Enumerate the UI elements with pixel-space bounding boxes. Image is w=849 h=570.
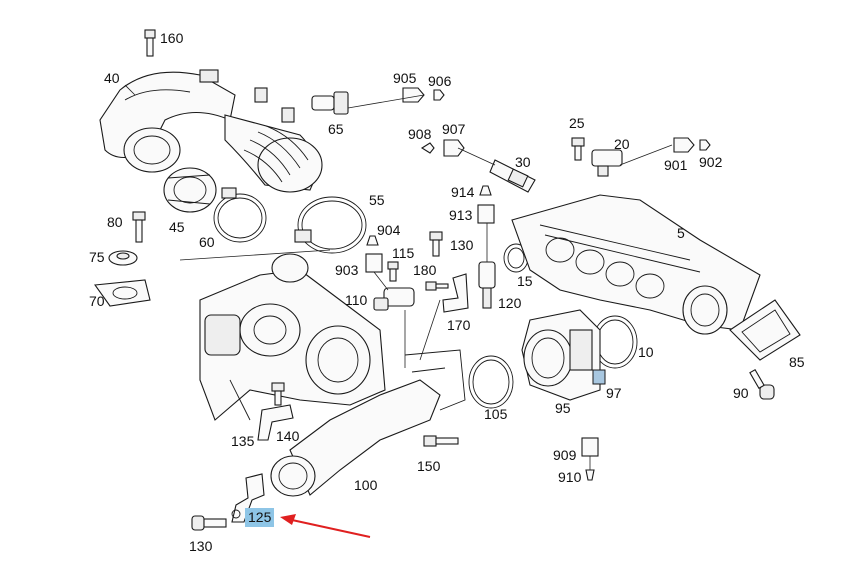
label-130-lower: 130	[189, 538, 213, 554]
part-130-bolt-upper[interactable]	[429, 231, 443, 257]
part-904-pin[interactable]	[366, 235, 379, 246]
part-914-pin[interactable]	[479, 185, 492, 196]
label-45: 45	[169, 219, 185, 235]
part-140-bolt[interactable]	[271, 382, 285, 406]
label-15: 15	[517, 273, 533, 289]
part-75-washer[interactable]	[108, 250, 138, 266]
label-80: 80	[107, 214, 123, 230]
label-60: 60	[199, 234, 215, 250]
part-115-bolt[interactable]	[387, 261, 399, 282]
label-906: 906	[428, 73, 452, 89]
part-130-bolt-lower[interactable]	[191, 515, 227, 531]
part-5-intake-manifold[interactable]	[511, 194, 761, 335]
label-905: 905	[393, 70, 417, 86]
part-902-pin[interactable]	[699, 139, 711, 151]
part-909-connector[interactable]	[581, 437, 599, 457]
part-80-bolt[interactable]	[132, 211, 146, 243]
label-901: 901	[664, 157, 688, 173]
label-40: 40	[104, 70, 120, 86]
part-85-gasket[interactable]	[729, 299, 801, 361]
label-55: 55	[369, 192, 385, 208]
part-135-bracket[interactable]	[257, 404, 294, 441]
label-25: 25	[569, 115, 585, 131]
label-902: 902	[699, 154, 723, 170]
part-90-bolt[interactable]	[749, 368, 775, 400]
label-170: 170	[447, 317, 471, 333]
part-906-pin[interactable]	[433, 89, 445, 101]
label-115: 115	[392, 245, 415, 261]
label-95: 95	[555, 400, 571, 416]
label-110: 110	[345, 292, 368, 308]
label-150: 150	[417, 458, 441, 474]
pointer-arrow	[280, 514, 371, 538]
part-65-sensor[interactable]	[311, 91, 349, 115]
label-180: 180	[413, 262, 437, 278]
label-120: 120	[498, 295, 522, 311]
part-150-bolt[interactable]	[423, 435, 459, 447]
part-100-downpipe[interactable]	[270, 349, 466, 497]
label-100: 100	[354, 477, 378, 493]
part-30-sensor[interactable]	[489, 159, 536, 193]
label-90: 90	[733, 385, 749, 401]
part-905-connector[interactable]	[402, 87, 425, 103]
label-10: 10	[638, 344, 654, 360]
part-908-pin[interactable]	[420, 142, 435, 154]
part-bellows-hose[interactable]	[224, 114, 323, 193]
label-105: 105	[484, 406, 508, 422]
label-910: 910	[558, 469, 582, 485]
label-160: 160	[160, 30, 184, 46]
part-901-connector[interactable]	[673, 137, 695, 153]
part-910-pin[interactable]	[585, 469, 595, 481]
label-913: 913	[449, 207, 473, 223]
part-70-mount[interactable]	[94, 279, 151, 307]
label-909: 909	[553, 447, 577, 463]
label-125-highlight	[245, 508, 274, 527]
label-135: 135	[231, 433, 255, 449]
label-97: 97	[606, 385, 622, 401]
part-903-connector[interactable]	[365, 253, 383, 273]
label-70: 70	[89, 293, 105, 309]
label-140: 140	[276, 428, 300, 444]
part-97-clip[interactable]	[592, 369, 606, 385]
part-907-connector[interactable]	[443, 139, 465, 157]
part-labels: 160 40 905 906 65 908 907 25 20 901 902 …	[89, 30, 805, 554]
part-turbocharger[interactable]	[199, 253, 386, 421]
part-45-sleeve[interactable]	[163, 167, 217, 213]
label-20: 20	[614, 136, 630, 152]
label-5: 5	[677, 225, 685, 241]
part-913-connector[interactable]	[477, 204, 495, 224]
part-120-sensor[interactable]	[478, 261, 496, 309]
part-55-clamp[interactable]	[294, 196, 367, 254]
label-125: 125	[248, 509, 272, 525]
label-30: 30	[515, 154, 531, 170]
label-907: 907	[442, 121, 466, 137]
part-125-bracket[interactable]	[231, 473, 265, 523]
part-20-sensor[interactable]	[591, 149, 623, 177]
part-95-throttle-body[interactable]	[521, 309, 601, 401]
part-60-clamp[interactable]	[213, 187, 267, 243]
part-25-bolt[interactable]	[571, 137, 585, 161]
part-170-bracket[interactable]	[442, 273, 469, 313]
leader-lines	[124, 84, 673, 470]
label-85: 85	[789, 354, 805, 370]
part-180-bolt[interactable]	[425, 281, 449, 291]
part-160-bolt[interactable]	[144, 29, 156, 57]
part-110-sensor[interactable]	[373, 287, 415, 311]
label-65: 65	[328, 121, 344, 137]
label-75: 75	[89, 249, 105, 265]
label-904: 904	[377, 222, 401, 238]
label-908: 908	[408, 126, 432, 142]
part-105-gasket[interactable]	[468, 355, 514, 409]
label-130-upper: 130	[450, 237, 474, 253]
label-914: 914	[451, 184, 475, 200]
label-903: 903	[335, 262, 359, 278]
